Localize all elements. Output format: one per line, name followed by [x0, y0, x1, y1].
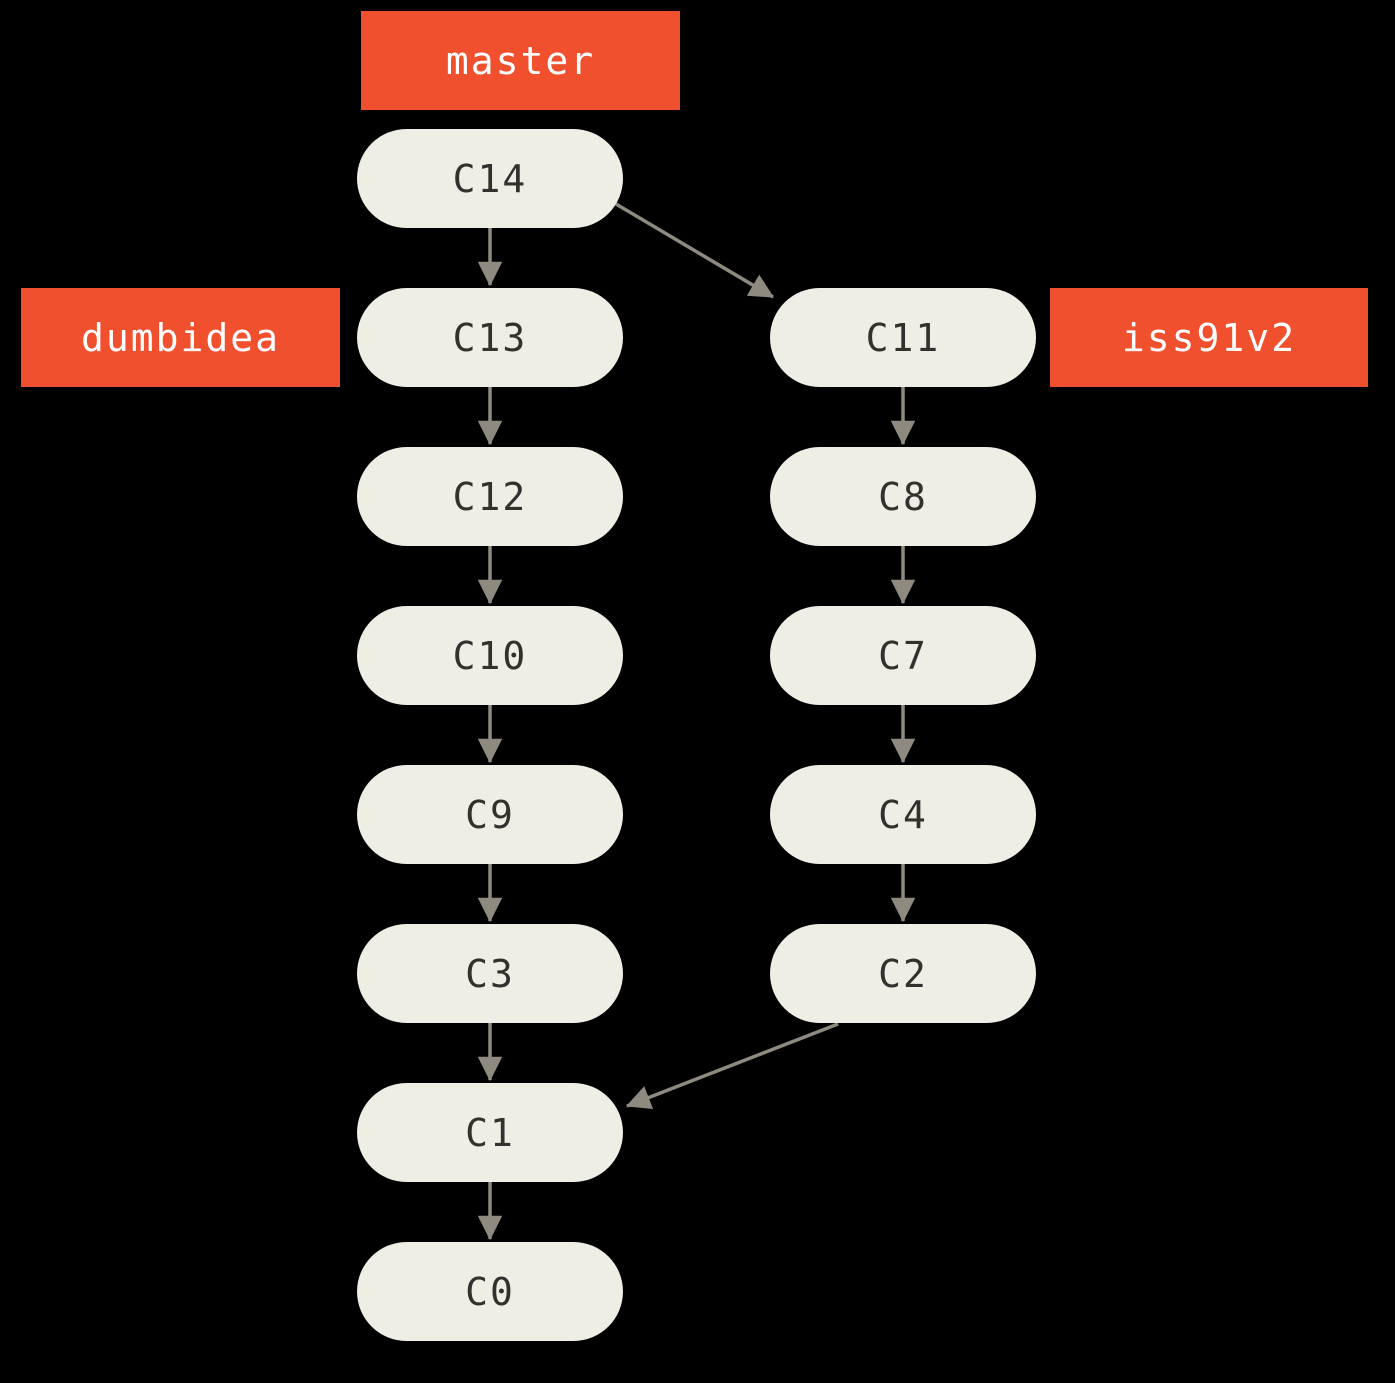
commit-node-c3: C3: [357, 924, 623, 1023]
commit-node-c11: C11: [770, 288, 1036, 387]
branch-label-master: master: [361, 11, 680, 110]
edge-c14-c11: [615, 202, 775, 299]
commit-node-c14: C14: [357, 129, 623, 228]
commit-node-c8: C8: [770, 447, 1036, 546]
commit-node-c1: C1: [357, 1083, 623, 1182]
commit-node-c7: C7: [770, 606, 1036, 705]
commit-node-c9: C9: [357, 765, 623, 864]
commit-node-c0: C0: [357, 1242, 623, 1341]
commit-node-c12: C12: [357, 447, 623, 546]
commit-node-c13: C13: [357, 288, 623, 387]
branch-label-iss91v2: iss91v2: [1050, 288, 1368, 387]
branch-label-dumbidea: dumbidea: [21, 288, 340, 387]
commit-node-c10: C10: [357, 606, 623, 705]
commit-node-c2: C2: [770, 924, 1036, 1023]
commit-node-c4: C4: [770, 765, 1036, 864]
edge-c2-c1: [625, 1022, 839, 1109]
